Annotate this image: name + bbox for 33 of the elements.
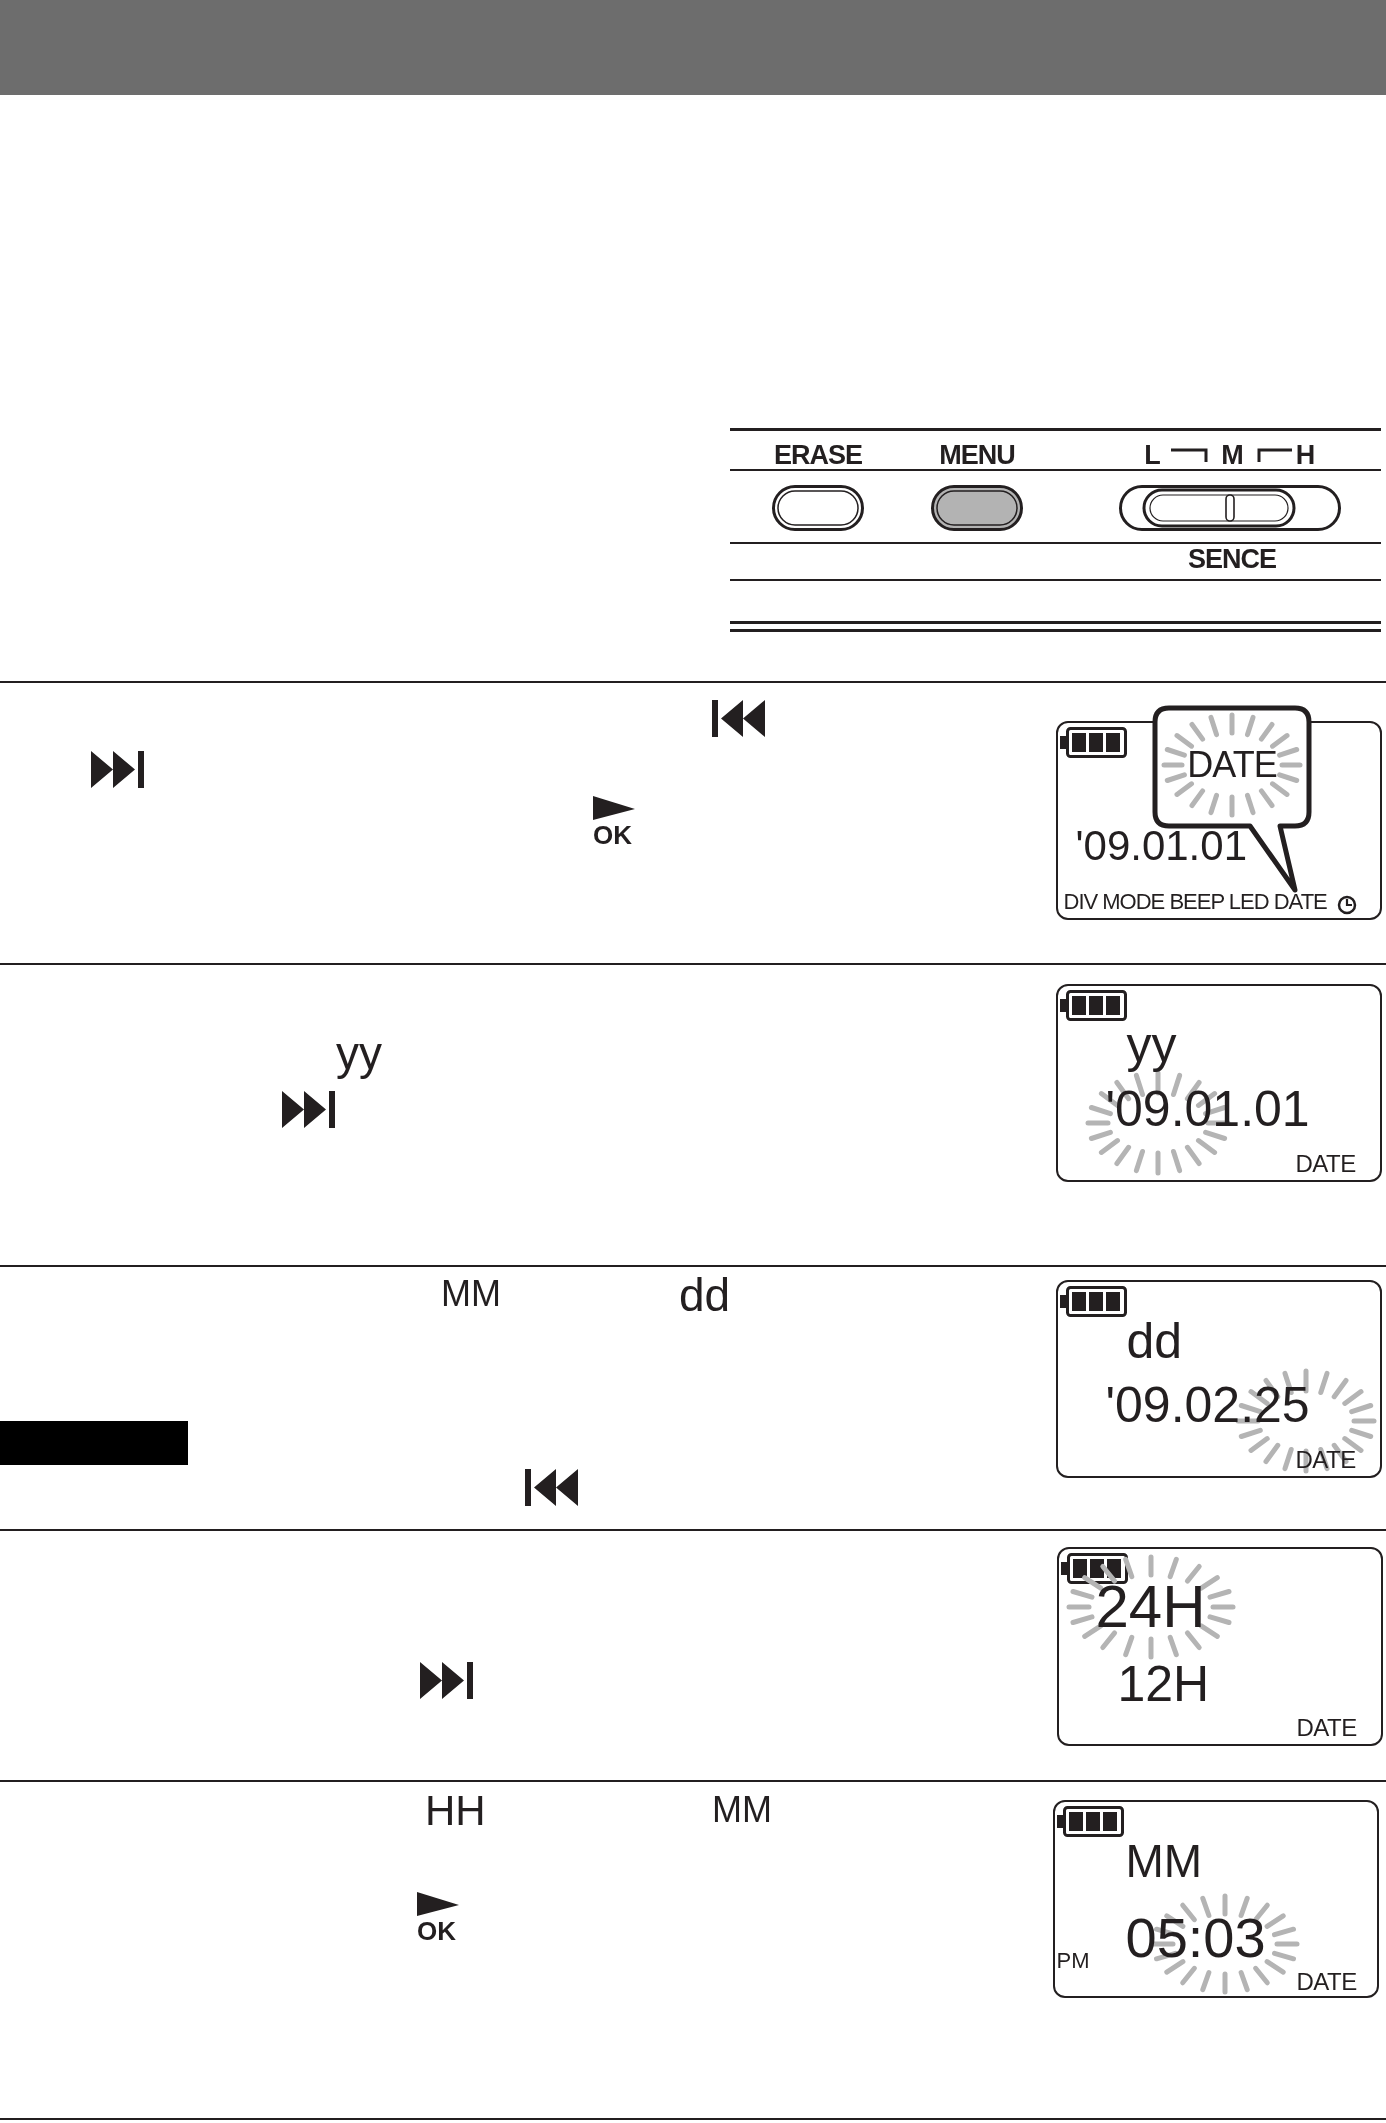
button-label: MENU bbox=[939, 442, 1015, 469]
lcd-digits: 05:03 bbox=[1125, 1909, 1266, 1966]
lcd-indicator: DATE bbox=[1295, 1447, 1356, 1472]
lcd-digits: '09.02.25 bbox=[1105, 1379, 1310, 1430]
lcd-indicator: DATE bbox=[1187, 747, 1277, 783]
lcd-screen bbox=[1057, 1547, 1383, 1746]
display-symbol: MM bbox=[712, 1792, 772, 1828]
button-label: ERASE bbox=[774, 442, 862, 469]
key-label: OK bbox=[593, 822, 632, 848]
switch-label: SENCE bbox=[1188, 546, 1276, 573]
lcd-screen bbox=[1056, 1280, 1382, 1478]
display-symbol: dd bbox=[1126, 1315, 1183, 1366]
lcd-screen bbox=[1053, 1800, 1379, 1998]
display-symbol: yy bbox=[1126, 1019, 1177, 1070]
display-symbol: HH bbox=[425, 1790, 486, 1832]
display-symbol: MM bbox=[441, 1276, 501, 1312]
lcd-indicator-row: DIV MODE BEEP LED DATE bbox=[1063, 890, 1327, 913]
lcd-digits: 24H bbox=[1095, 1576, 1206, 1637]
lcd-indicator: DATE bbox=[1296, 1969, 1357, 1994]
key-label: OK bbox=[417, 1918, 456, 1944]
display-symbol: MM bbox=[1125, 1837, 1203, 1884]
heading-bar bbox=[0, 1421, 188, 1465]
switch-position-label: H bbox=[1295, 442, 1315, 469]
switch-position-label: L bbox=[1144, 442, 1160, 469]
lcd-indicator: PM bbox=[1056, 1949, 1090, 1972]
display-symbol: dd bbox=[679, 1272, 731, 1318]
lcd-indicator: DATE bbox=[1296, 1715, 1357, 1740]
switch-position-label: M bbox=[1221, 442, 1243, 469]
lcd-digits: '09.01.01 bbox=[1075, 824, 1247, 867]
lcd-digits: '09.01.01 bbox=[1105, 1083, 1310, 1134]
lcd-indicator: DATE bbox=[1295, 1151, 1356, 1176]
lcd-digits: 12H bbox=[1117, 1658, 1210, 1709]
lcd-screen bbox=[1056, 984, 1382, 1182]
